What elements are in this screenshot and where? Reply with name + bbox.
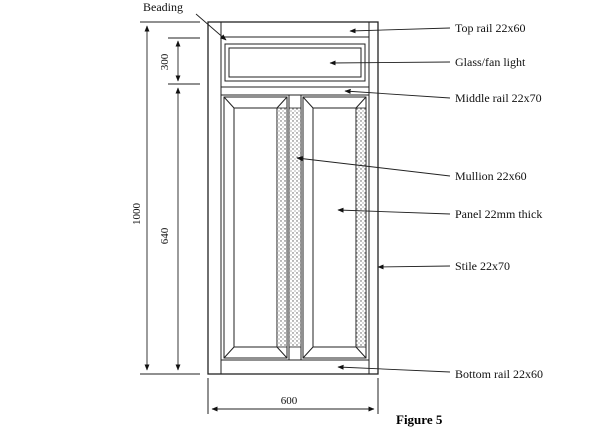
label-panel: Panel 22mm thick xyxy=(455,207,542,221)
leader-stile xyxy=(377,264,451,270)
dim-panel-height: 640 xyxy=(159,227,171,244)
dim-width: 600 xyxy=(281,395,298,407)
right-panel-bevel-tr xyxy=(355,96,367,109)
label-bottom-rail: Bottom rail 22x60 xyxy=(455,367,543,381)
right-panel-bevel-br xyxy=(355,346,367,359)
left-panel-bevel-br xyxy=(276,346,288,359)
leader-panel xyxy=(337,207,451,215)
leader-bottom-rail xyxy=(337,364,451,373)
label-glass: Glass/fan light xyxy=(455,55,526,69)
left-panel-bevel-tl xyxy=(223,96,235,109)
label-stile: Stile 22x70 xyxy=(455,259,510,273)
label-middle-rail: Middle rail 22x70 xyxy=(455,91,542,105)
right-panel-bevel-bl xyxy=(302,346,314,359)
mullion-shadow xyxy=(288,107,302,348)
leader-middle-rail xyxy=(344,88,451,99)
dim-fanlight-height: 300 xyxy=(159,53,171,70)
dim-overall-height: 1000 xyxy=(131,203,143,226)
left-panel-shadow xyxy=(276,107,288,348)
leader-top-rail xyxy=(349,27,451,34)
figure-caption: Figure 5 xyxy=(396,412,443,427)
label-mullion: Mullion 22x60 xyxy=(455,169,527,183)
right-panel-bevel-tl xyxy=(302,96,314,109)
left-panel-bevel-tr xyxy=(276,96,288,109)
leader-glass xyxy=(329,60,451,66)
left-panel-bevel-bl xyxy=(223,346,235,359)
leader-beading xyxy=(195,13,227,41)
leader-mullion xyxy=(296,156,451,177)
right-panel-shadow xyxy=(355,107,367,348)
label-beading: Beading xyxy=(143,0,183,14)
label-top-rail: Top rail 22x60 xyxy=(455,21,525,35)
